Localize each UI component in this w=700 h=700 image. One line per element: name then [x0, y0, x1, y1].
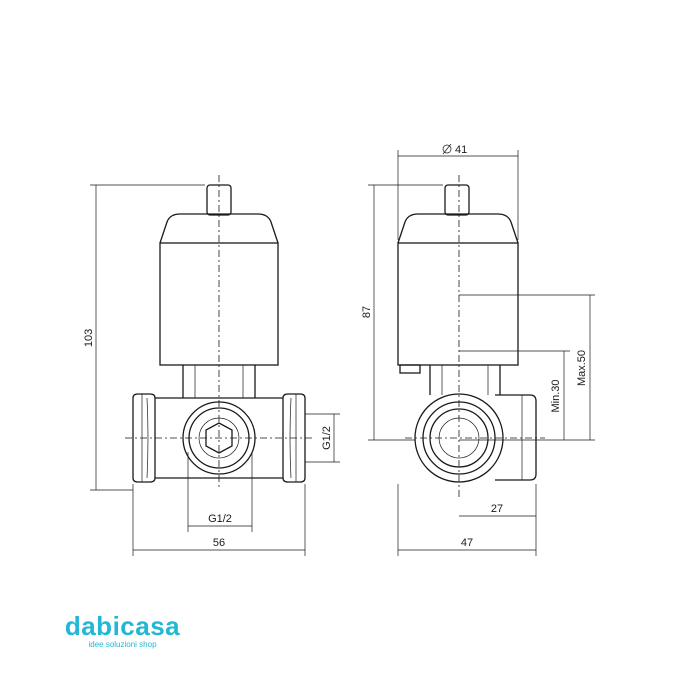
dim-height-side: 87 [361, 306, 373, 318]
logo-brand-text: dabicasa [64, 611, 181, 641]
dim-offset-side: 27 [491, 503, 503, 515]
front-left-connector [132, 393, 156, 483]
front-dimensions: 103 56 G1/2 G1/2 [83, 184, 340, 556]
side-neck [429, 365, 501, 395]
front-cap-dome [159, 213, 279, 244]
front-neck [182, 365, 256, 398]
side-cap-dome [397, 213, 519, 244]
brand-logo: dabicasa idee soluzioni shop [0, 612, 245, 649]
side-port-outer [414, 393, 504, 483]
dim-min-depth: Min.30 [550, 379, 562, 412]
dim-width-side: 47 [461, 537, 473, 549]
side-view [397, 175, 545, 500]
dim-diameter: 41 [455, 144, 467, 156]
side-stem [444, 184, 470, 216]
side-cap-body [397, 242, 519, 366]
side-dimensions: 41 87 Min.30 Max.50 27 47 [361, 143, 595, 556]
side-outlet [495, 394, 537, 481]
dim-max-depth: Max.50 [576, 350, 588, 386]
front-view [125, 175, 313, 490]
dim-height-front: 103 [83, 329, 95, 347]
diameter-icon [442, 143, 452, 155]
front-right-connector [282, 393, 306, 483]
front-port-hex [205, 422, 233, 454]
dim-thread-side: G1/2 [321, 426, 333, 450]
side-tab [399, 364, 421, 374]
logo-tagline: idee soluzioni shop [88, 640, 157, 649]
dim-width-front: 56 [213, 537, 225, 549]
dim-thread-bottom: G1/2 [208, 513, 232, 525]
